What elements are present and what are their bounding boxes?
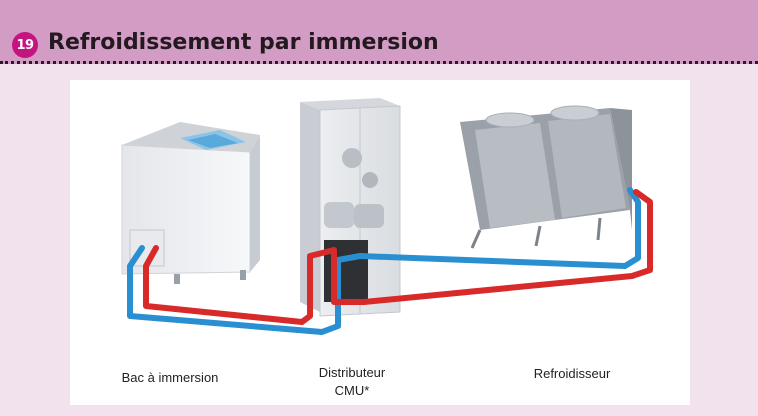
header-bar: 19 Refroidissement par immersion — [0, 0, 758, 64]
label-distributor: Distributeur CMU* — [292, 364, 412, 400]
label-dry-cooler: Refroidisseur — [533, 366, 611, 381]
cooling-diagram — [121, 98, 653, 335]
page-title: Refroidissement par immersion — [48, 30, 439, 55]
return-pipe-cold — [127, 187, 641, 335]
label-distributor-line1: Distributeur — [318, 365, 386, 380]
section-number-badge: 19 — [12, 32, 38, 58]
supply-pipe-hot — [143, 189, 653, 325]
label-immersion-tank: Bac à immersion — [121, 370, 219, 385]
pipe-circuit — [127, 187, 653, 335]
dry-cooler — [460, 105, 632, 249]
label-distributor-line2: CMU* — [334, 383, 370, 398]
diagram-panel: Bac à immersion Distributeur CMU* Refroi… — [70, 80, 690, 405]
cmu-distributor — [300, 98, 401, 317]
immersion-tank — [121, 122, 260, 284]
